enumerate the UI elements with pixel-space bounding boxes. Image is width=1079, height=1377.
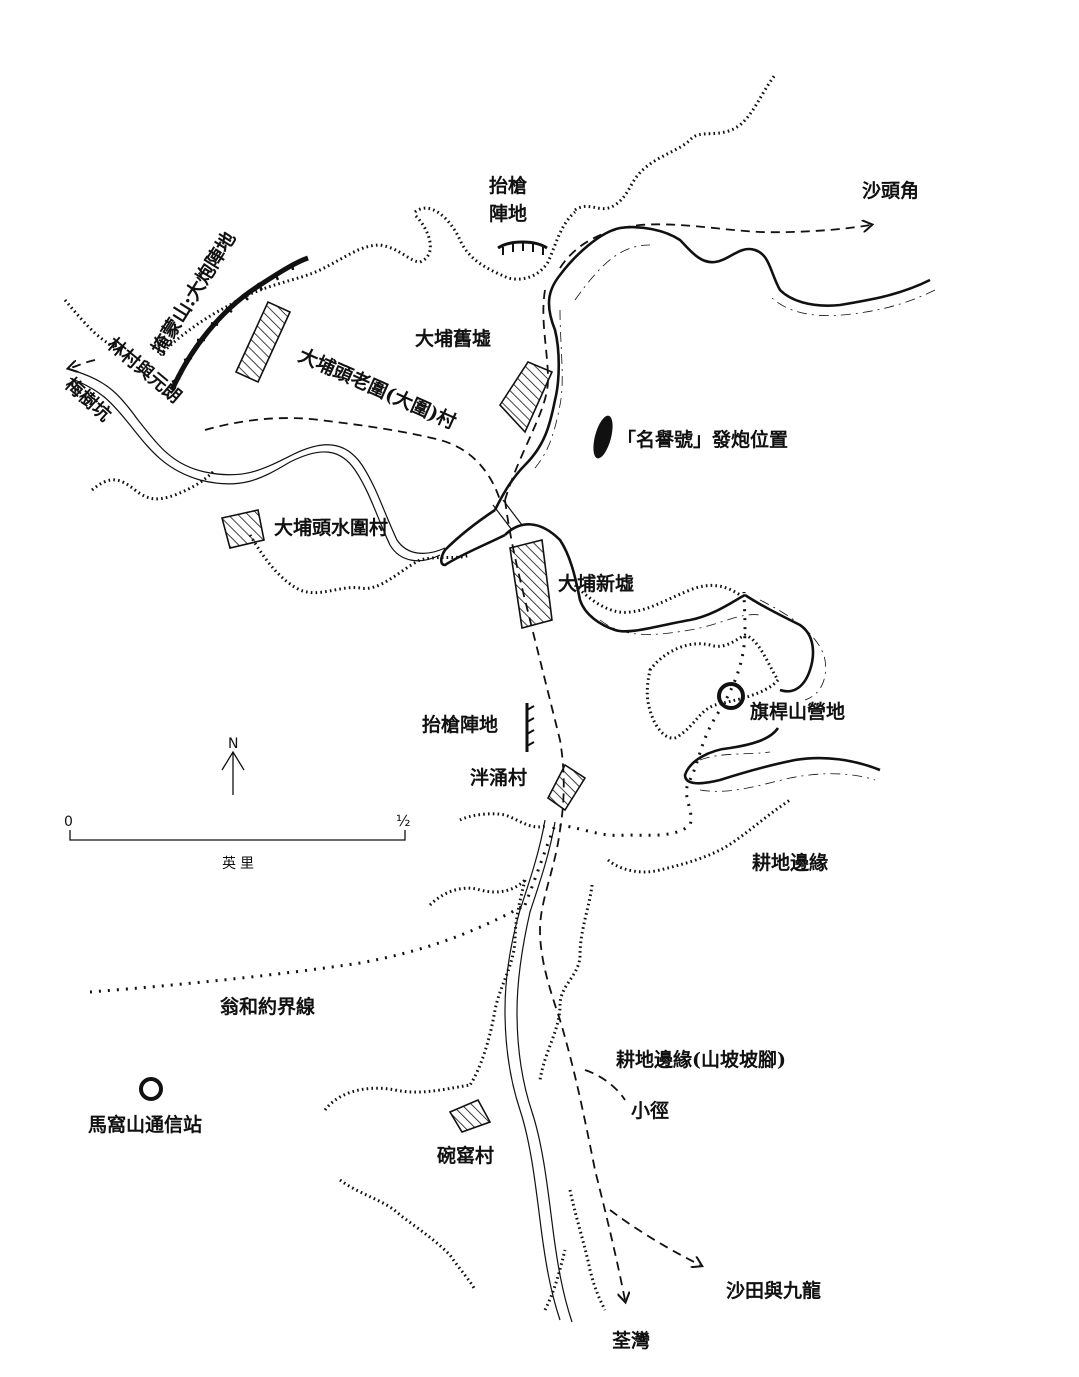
villages [221, 300, 587, 1133]
village-old-market [498, 361, 554, 434]
village-yangyong [546, 763, 587, 812]
label-mawoshan: 馬窩山通信站 [88, 1113, 202, 1136]
label-gunboat-position: 「名譽號」發炮位置 [617, 428, 788, 451]
rivers [69, 371, 573, 1323]
village-new-market [509, 539, 553, 630]
north-arrow-icon [221, 750, 245, 795]
label-wanyao-village: 碗窰村 [437, 1144, 494, 1167]
label-taiqiang-north-1: 抬槍 [489, 174, 528, 197]
label-shatoujiao: 沙頭角 [862, 179, 919, 202]
label-wengho-line: 翁和約界線 [220, 995, 315, 1018]
label-tsuenwan: 荃灣 [612, 1329, 650, 1352]
label-old-village: 大埔頭老圍(大圍)村 [295, 344, 460, 434]
label-north: N [228, 736, 238, 752]
scale-unit-label: 英里 [222, 855, 258, 872]
label-shuiwei-village: 大埔頭水圍村 [274, 516, 388, 539]
label-old-market: 大埔舊墟 [415, 327, 491, 350]
label-field-edge: 耕地邊緣 [752, 851, 828, 874]
village-shuiwei [221, 509, 265, 549]
scale-bar [69, 830, 406, 841]
coastline [439, 225, 931, 785]
village-old-walled [234, 300, 292, 384]
label-footpath: 小徑 [631, 1099, 669, 1122]
scale-half-label: ½ [396, 812, 411, 830]
label-flagpole-camp: 旗桿山營地 [750, 700, 845, 723]
sea-hatching [534, 244, 936, 792]
label-taiqiang-north-2: 陣地 [489, 202, 527, 225]
label-cannon-hill: 掩蒙山:大炮陣地 [147, 228, 241, 359]
label-shatin-kowloon: 沙田與九龍 [726, 1279, 821, 1302]
village-wanyao [448, 1098, 492, 1133]
cannon-position-teeth [171, 262, 295, 384]
labels: 沙頭角 抬槍 陣地 掩蒙山:大炮陣地 林村與元朗 梅樹坑 大埔舊墟 大埔頭老圍(… [61, 174, 919, 1352]
musket-position-north [497, 240, 548, 250]
scale-zero-label: 0 [64, 814, 73, 830]
label-taiqiang-south: 抬槍陣地 [422, 713, 498, 736]
label-new-market: 大埔新墟 [558, 572, 634, 595]
camp-ring-icon [717, 682, 745, 710]
musket-position-south-teeth [526, 705, 535, 747]
gunboat-marker-icon [593, 415, 613, 459]
musket-position-north-teeth [502, 243, 544, 255]
label-field-edge-slope: 耕地邊緣(山坡坡腳) [616, 1048, 786, 1071]
footpaths [70, 224, 870, 1300]
boundary-line [89, 591, 747, 994]
signal-station-icon [139, 1077, 163, 1101]
gun-positions [169, 240, 613, 752]
bridge [492, 499, 523, 531]
label-yangyong-village: 泮涌村 [470, 766, 527, 789]
